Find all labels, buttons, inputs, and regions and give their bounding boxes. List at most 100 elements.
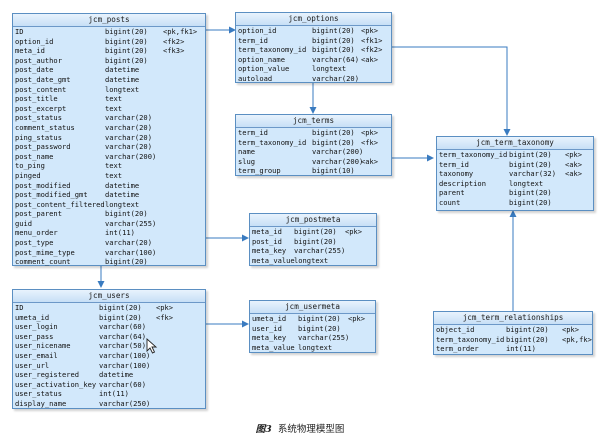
column-name: post_date_gmt: [15, 74, 71, 84]
column-name: to_ping: [15, 161, 45, 171]
column-name: user_url: [15, 360, 50, 370]
column-type: datetime: [105, 74, 140, 84]
column-type: bigint(20): [312, 26, 355, 35]
column-type: bigint(20): [105, 36, 148, 46]
column-key: <pk,fk>: [562, 334, 592, 344]
column-type: bigint(20): [312, 128, 355, 137]
column-name: umeta_id: [252, 314, 287, 323]
column-type: int(11): [99, 389, 129, 399]
column-name: object_id: [436, 325, 475, 334]
column-key: <fk1>: [361, 35, 383, 45]
column-key: <ak>: [361, 54, 379, 64]
column-type: bigint(20): [105, 257, 148, 267]
column-key: <ak>: [565, 159, 583, 169]
column-name: post_id: [252, 236, 282, 246]
column-type: varchar(20): [105, 142, 152, 152]
column-name: slug: [238, 156, 256, 166]
column-type: bigint(20): [298, 323, 341, 333]
column-type: bigint(20): [99, 303, 142, 312]
column-name: description: [439, 178, 486, 188]
column-type: varchar(20): [312, 73, 359, 83]
column-name: meta_id: [15, 46, 45, 56]
table-row[interactable]: post_date_gmt datetime: [13, 75, 205, 85]
column-type: bigint(20): [312, 35, 355, 45]
column-name: ID: [15, 303, 24, 312]
column-name: post_status: [15, 113, 62, 123]
column-type: bigint(20): [506, 325, 549, 334]
